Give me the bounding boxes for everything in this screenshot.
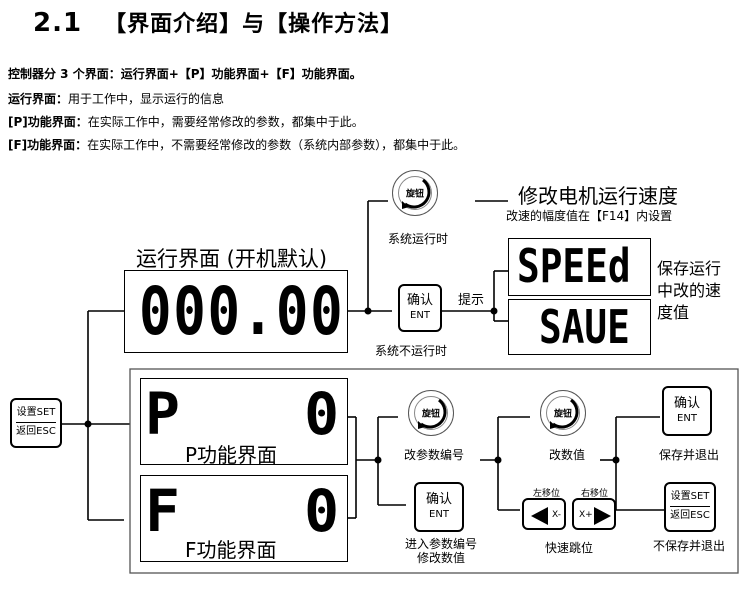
speed-change-title: 修改电机运行速度 bbox=[518, 184, 678, 208]
speed-display: SPEEd bbox=[508, 238, 651, 296]
set-label: 设置SET bbox=[16, 407, 56, 418]
set-esc-button[interactable]: 设置SET 返回ESC bbox=[10, 398, 62, 448]
rotate-arrow-icon bbox=[402, 178, 431, 209]
section-heading: 2.1 【界面介绍】与【操作方法】 bbox=[33, 6, 403, 38]
intro-line-1: 控制器分 3 个界面：运行界面+【P】功能界面+【F】功能界面。 bbox=[8, 67, 362, 81]
speed-change-subtitle: 改速的幅度值在【F14】内设置 bbox=[506, 209, 673, 223]
section-number: 2.1 bbox=[33, 8, 83, 38]
knob-label: 旋钮 bbox=[405, 189, 424, 200]
f-screen-letter: F bbox=[145, 477, 180, 545]
save-exit-label: 保存并退出 bbox=[659, 448, 720, 462]
intro-line-3: [P]功能界面：在实际工作中，需要经常修改的参数，都集中于此。 bbox=[8, 115, 364, 129]
rotate-arrow-icon bbox=[418, 398, 447, 429]
f-screen-value: 0 bbox=[304, 477, 339, 545]
rotate-arrow-icon bbox=[550, 398, 579, 429]
hint-label: 提示 bbox=[458, 293, 485, 308]
enter-edit-label: 进入参数编号 修改数值 bbox=[405, 537, 478, 565]
knob-icon-run[interactable]: 旋钮 bbox=[392, 170, 438, 216]
set-esc-button-exit[interactable]: 设置SET 返回ESC bbox=[664, 482, 716, 532]
change-value-label: 改数值 bbox=[549, 448, 586, 462]
save-display-text: SAUE bbox=[539, 300, 630, 354]
triangle-left-icon bbox=[531, 507, 548, 525]
left-move-label: 左移位 bbox=[533, 489, 561, 499]
run-screen-value: 000.00 bbox=[139, 273, 345, 350]
p-screen-display: P 0 P功能界面 bbox=[140, 378, 348, 467]
save-note: 保存运行 中改的速 度值 bbox=[657, 259, 722, 322]
confirm-button-run[interactable]: 确认 ENT bbox=[398, 284, 442, 332]
shift-left-button[interactable]: X- bbox=[522, 498, 566, 530]
no-save-exit-label: 不保存并退出 bbox=[653, 539, 726, 553]
knob-icon-value[interactable]: 旋钮 bbox=[540, 390, 586, 436]
right-move-label: 右移位 bbox=[581, 489, 609, 499]
esc-label: 返回ESC bbox=[16, 422, 56, 439]
triangle-right-icon bbox=[594, 507, 611, 525]
change-param-no-label: 改参数编号 bbox=[404, 448, 465, 462]
section-title: 【界面介绍】与【操作方法】 bbox=[104, 12, 404, 37]
confirm-button-save[interactable]: 确认 ENT bbox=[662, 386, 712, 436]
quick-jump-label: 快速跳位 bbox=[545, 541, 594, 555]
confirm-button-enter[interactable]: 确认 ENT bbox=[414, 482, 464, 532]
system-running-label: 系统运行时 bbox=[388, 232, 449, 246]
speed-display-text: SPEEd bbox=[517, 239, 631, 293]
f-screen-label: F功能界面 bbox=[185, 538, 277, 562]
run-screen-title: 运行界面 (开机默认) bbox=[136, 247, 328, 271]
save-display: SAUE bbox=[508, 299, 651, 355]
intro-line-4: [F]功能界面：在实际工作中，不需要经常修改的参数（系统内部参数），都集中于此。 bbox=[8, 138, 466, 152]
p-screen-letter: P bbox=[145, 380, 180, 448]
f-screen-display: F 0 F功能界面 bbox=[140, 475, 348, 562]
knob-icon-param-no[interactable]: 旋钮 bbox=[408, 390, 454, 436]
p-screen-label: P功能界面 bbox=[185, 443, 278, 467]
p-screen-value: 0 bbox=[304, 380, 339, 448]
intro-line-2: 运行界面：用于工作中，显示运行的信息 bbox=[8, 92, 225, 106]
system-not-running-label: 系统不运行时 bbox=[375, 344, 448, 358]
shift-right-button[interactable]: X+ bbox=[572, 498, 616, 530]
run-screen-display: 000.00 bbox=[124, 270, 348, 353]
